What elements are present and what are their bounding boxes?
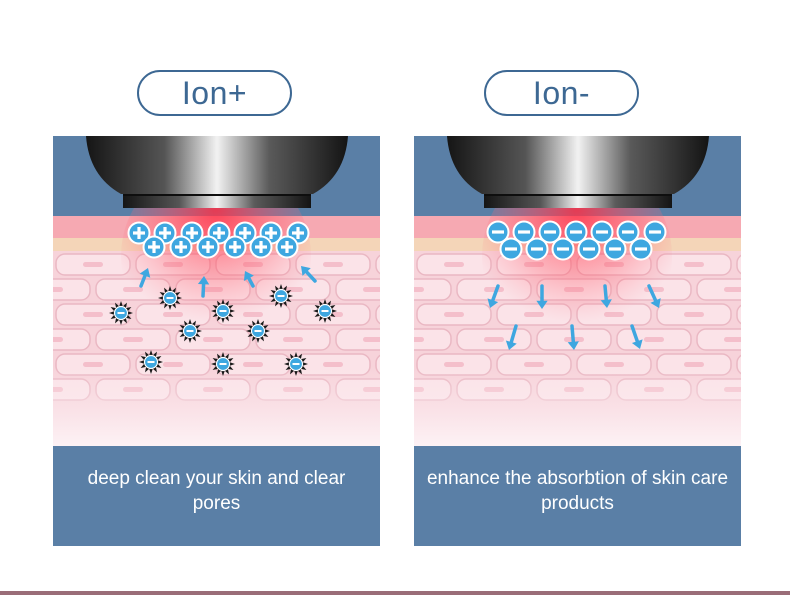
ion-bubble-icon bbox=[486, 220, 510, 244]
ion-bubble-icon bbox=[564, 220, 588, 244]
ion-bubble-icon bbox=[275, 235, 299, 259]
ion-bubble-icon bbox=[142, 235, 166, 259]
device-head-icon bbox=[86, 136, 348, 208]
arrow-icon bbox=[536, 284, 548, 309]
ion-bubble-icon bbox=[499, 237, 523, 261]
ion-bubble-icon bbox=[603, 237, 627, 261]
dirt-particle-icon bbox=[284, 352, 308, 376]
ion-minus-illustration bbox=[414, 136, 741, 446]
ion-bubble-icon bbox=[169, 235, 193, 259]
ion-bubble-icon bbox=[538, 220, 562, 244]
ion-bubble-icon bbox=[259, 221, 283, 245]
ion-bubble-icon bbox=[643, 220, 667, 244]
ion-bubble-icon bbox=[577, 237, 601, 261]
ion-plus-illustration bbox=[53, 136, 380, 446]
ion-plus-title-pill: Ion+ bbox=[137, 70, 292, 116]
arrow-icon bbox=[243, 271, 255, 288]
ion-bubble-icon bbox=[196, 235, 220, 259]
ion-minus-title-pill: Ion- bbox=[484, 70, 639, 116]
dirt-particle-icon bbox=[139, 350, 163, 374]
arrow-icon bbox=[301, 266, 317, 283]
arrow-icon bbox=[487, 284, 500, 308]
ion-bubble-icon bbox=[616, 220, 640, 244]
dirt-particle-icon bbox=[178, 319, 202, 343]
ion-bubble-icon bbox=[525, 237, 549, 261]
dirt-particle-icon bbox=[269, 284, 293, 308]
dirt-particle-icon bbox=[109, 301, 133, 325]
arrow-icon bbox=[647, 284, 661, 308]
ion-bubble-icon bbox=[512, 220, 536, 244]
arrow-icon bbox=[505, 324, 518, 350]
ion-plus-caption: deep clean your skin and clear pores bbox=[87, 468, 346, 514]
arrow-icon bbox=[600, 284, 612, 308]
dirt-particle-icon bbox=[313, 299, 337, 323]
ion-minus-panel: enhance the absorbtion of skin care prod… bbox=[414, 136, 741, 546]
bottom-divider bbox=[0, 591, 790, 595]
ion-bubble-icon bbox=[127, 221, 151, 245]
ion-plus-panel: deep clean your skin and clear pores bbox=[53, 136, 380, 546]
arrow-icon bbox=[139, 268, 151, 288]
arrow-icon bbox=[197, 276, 210, 298]
dirt-particle-icon bbox=[158, 286, 182, 310]
arrow-icon bbox=[630, 324, 643, 349]
dirt-particle-icon bbox=[211, 352, 235, 376]
ion-plus-title: Ion+ bbox=[181, 74, 248, 111]
ion-minus-caption: enhance the absorbtion of skin care prod… bbox=[426, 468, 729, 514]
arrow-icon bbox=[567, 324, 579, 350]
device-head-icon bbox=[447, 136, 709, 208]
ion-bubble-icon bbox=[233, 221, 257, 245]
dirt-particle-icon bbox=[211, 299, 235, 323]
ion-bubble-icon bbox=[590, 220, 614, 244]
ion-bubble-icon bbox=[551, 237, 575, 261]
ion-minus-title: Ion- bbox=[532, 74, 591, 111]
ion-bubble-icon bbox=[249, 235, 273, 259]
dirt-particle-icon bbox=[246, 319, 270, 343]
ion-bubble-icon bbox=[629, 237, 653, 261]
ion-bubble-icon bbox=[223, 235, 247, 259]
